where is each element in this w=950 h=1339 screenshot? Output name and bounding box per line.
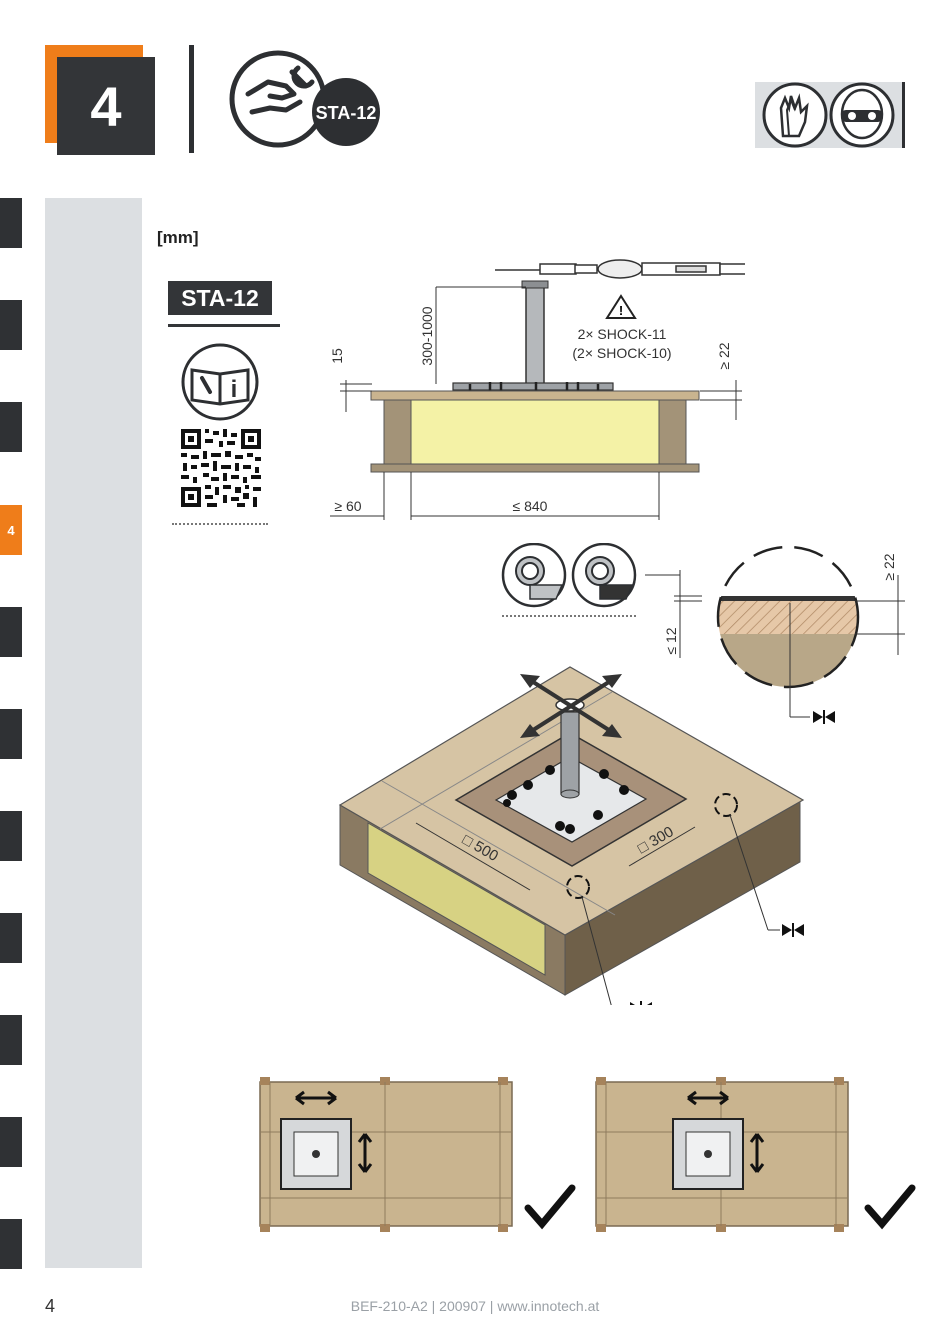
membrane-icons: [501, 543, 637, 608]
base-plate: [452, 382, 614, 391]
dim-22: ≥ 22: [716, 342, 732, 369]
svg-text:!: !: [619, 303, 623, 318]
ppe-icons: [762, 82, 905, 148]
plate-screws: [503, 765, 629, 834]
checkmark-icon: [524, 1184, 576, 1230]
step-number: 4: [57, 57, 155, 155]
side-tab-1[interactable]: [0, 198, 22, 248]
detail-diagram: ≥ 22 ≤ 12: [645, 545, 905, 724]
side-tab-2[interactable]: [0, 300, 22, 350]
tool-tag-underline: [168, 324, 280, 327]
insulation: [410, 399, 660, 465]
move-horizontal-icon: [295, 1090, 337, 1106]
membrane-divider: [502, 615, 636, 617]
side-tab-8[interactable]: [0, 913, 22, 963]
anchor-post-iso: [560, 711, 580, 795]
move-horizontal-icon: [687, 1090, 729, 1106]
direction-arrows: [528, 678, 614, 734]
anchor-post: [525, 285, 545, 385]
side-tab-9[interactable]: [0, 1015, 22, 1065]
dim-height: 300-1000: [419, 306, 435, 365]
detail-12: ≤ 12: [663, 627, 679, 654]
insulation-iso: [367, 822, 546, 976]
gap-symbols: [630, 923, 804, 1005]
dim-15: 15: [329, 348, 345, 364]
qr-divider: [172, 523, 268, 525]
gloves-icon: [762, 82, 828, 148]
move-vertical-icon: [749, 1133, 765, 1173]
tool-tag: STA-12: [168, 281, 272, 315]
side-tab-3[interactable]: [0, 402, 22, 452]
bitumen-roll-icon: [501, 543, 567, 608]
margin-column: [45, 198, 142, 1268]
gap-symbol: [813, 711, 835, 723]
membrane-roll-icon: [571, 543, 637, 608]
move-vertical-icon: [357, 1133, 373, 1173]
page-number: 4: [45, 1296, 56, 1316]
checkmark-icon: [864, 1184, 916, 1230]
deck-bottom: [370, 463, 700, 473]
warning-line1: 2× SHOCK-11: [578, 326, 667, 342]
cross-section-diagram: ! 2× SHOCK-11 (2× SHOCK-10) 300-1000 15 …: [329, 259, 745, 520]
side-tab-7[interactable]: [0, 811, 22, 861]
dim-840: ≤ 840: [513, 498, 548, 514]
side-tab-10[interactable]: [0, 1117, 22, 1167]
isometric-diagram: □ 500 □ 300: [338, 666, 805, 1005]
side-tab-5[interactable]: [0, 607, 22, 657]
plan-view-right: [595, 1077, 916, 1232]
tool-badge: STA-12: [229, 50, 380, 148]
warning-icon: [605, 294, 637, 319]
wrench-hand-icon: [245, 65, 315, 115]
svg-text:i: i: [231, 376, 238, 403]
plan-view-left: [259, 1077, 576, 1232]
side-tab-active[interactable]: 4: [0, 505, 22, 555]
manual-icon[interactable]: i: [178, 342, 264, 424]
warning-line2: (2× SHOCK-10): [572, 345, 671, 361]
shock-absorber-rope: [495, 259, 745, 279]
side-tab-11[interactable]: [0, 1219, 22, 1269]
header-divider: [189, 45, 194, 153]
deck-top: [370, 390, 700, 401]
tool-badge-label: STA-12: [316, 103, 377, 123]
side-tab-6[interactable]: [0, 709, 22, 759]
unit-label: [mm]: [157, 228, 199, 247]
detail-22: ≥ 22: [881, 553, 897, 580]
dim-60: ≥ 60: [334, 498, 361, 514]
qr-code[interactable]: [179, 427, 263, 509]
footer-reference: BEF-210-A2 | 200907 | www.innotech.at: [350, 1298, 600, 1314]
goggles-icon: [829, 82, 895, 148]
